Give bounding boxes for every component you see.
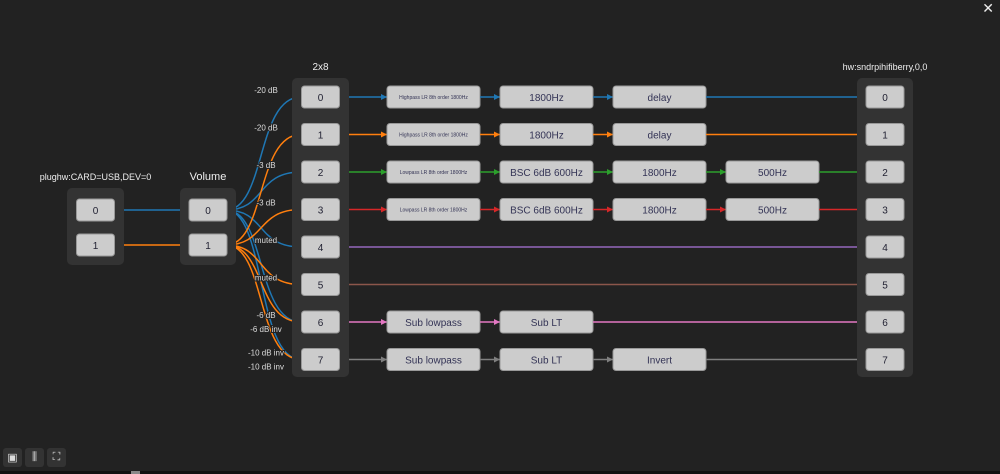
mixer-route — [225, 244, 302, 363]
output-channel-2[interactable] — [865, 160, 905, 184]
toolbar: ▣ ⫼ ⛶ — [3, 448, 66, 467]
mixer-channel-label: 4 — [318, 243, 324, 254]
mixer-route-label: -6 dB — [256, 311, 275, 320]
mixer-channel-3[interactable] — [301, 198, 340, 221]
mixer-channel-6[interactable] — [301, 310, 340, 334]
output-channel-label: 6 — [882, 318, 888, 329]
filter-label: 500Hz — [758, 206, 787, 217]
mixer-route-label: -3 dB — [256, 199, 275, 208]
mixer-channel-label: 0 — [318, 93, 324, 104]
output-channel-label: 0 — [882, 93, 888, 104]
volume-label: Volume — [190, 171, 227, 183]
output-label: hw:sndrpihifiberry,0,0 — [843, 62, 928, 72]
filter-label: BSC 6dB 600Hz — [510, 168, 583, 179]
input-channel-label: 0 — [93, 206, 99, 217]
mixer-channel-label: 3 — [318, 206, 324, 217]
output-channel-label: 4 — [882, 243, 888, 254]
output-channel-7[interactable] — [865, 348, 905, 371]
mixer-channel-label: 7 — [318, 356, 324, 367]
mixer-channel-5[interactable] — [301, 273, 340, 296]
filter-label: 1800Hz — [529, 93, 563, 104]
mixer-route-label: -20 dB — [254, 86, 278, 95]
filter-label: 500Hz — [758, 168, 787, 179]
output-channel-label: 2 — [882, 168, 888, 179]
mixer-route-label: muted — [255, 236, 277, 245]
mixer-route — [225, 131, 302, 246]
scrollbar[interactable] — [0, 471, 1000, 474]
mixer-channel-label: 6 — [318, 318, 324, 329]
filter-label: delay — [648, 93, 672, 104]
mixer-channel-0[interactable] — [301, 85, 340, 109]
input-channel-0[interactable] — [76, 198, 115, 222]
output-channel-3[interactable] — [865, 198, 905, 221]
image-icon[interactable]: ▣ — [3, 448, 22, 467]
filter-label: Sub lowpass — [405, 356, 462, 367]
mixer-channel-4[interactable] — [301, 235, 340, 259]
mixer-channel-2[interactable] — [301, 160, 340, 184]
mixer-channel-label: 2 — [318, 168, 324, 179]
filter-label: 1800Hz — [642, 168, 676, 179]
mixer-route-label: -10 dB inv — [248, 363, 284, 372]
filter-label: 1800Hz — [529, 131, 563, 142]
filter-label: Lowpass LR 8th order 1800Hz — [400, 208, 468, 214]
mixer-route — [225, 94, 302, 211]
input-label: plughw:CARD=USB,DEV=0 — [40, 172, 152, 182]
input-channel-label: 1 — [93, 241, 99, 252]
filter-label: Lowpass LR 8th order 1800Hz — [400, 170, 468, 176]
output-group — [857, 78, 913, 377]
fullscreen-icon[interactable]: ⛶ — [47, 448, 66, 467]
mixer-channel-label: 5 — [318, 281, 324, 292]
output-channel-0[interactable] — [865, 85, 905, 109]
output-channel-5[interactable] — [865, 273, 905, 296]
mixer-group — [292, 78, 349, 377]
output-channel-6[interactable] — [865, 310, 905, 334]
volume-channel-0[interactable] — [188, 198, 228, 222]
mixer-route-label: muted — [255, 274, 277, 283]
mixer-channel-7[interactable] — [301, 348, 340, 371]
output-channel-label: 5 — [882, 281, 888, 292]
mixer-channel-label: 1 — [318, 131, 324, 142]
filter-label: Highpass LR 8th order 1800Hz — [399, 95, 468, 101]
filter-label: 1800Hz — [642, 206, 676, 217]
mixer-route-label: -10 dB inv — [248, 349, 284, 358]
mixer-route-label: -3 dB — [256, 161, 275, 170]
output-channel-1[interactable] — [865, 123, 905, 146]
filter-label: delay — [648, 131, 672, 142]
mixer-route-labels: -20 dB -3 dB muted -6 dB -10 dB inv -20 dB -3 … — [247, 85, 285, 373]
filter-label: Sub lowpass — [405, 318, 462, 329]
mixer-route — [225, 209, 302, 250]
mixer-channel-1[interactable] — [301, 123, 340, 146]
mixer-route — [225, 244, 302, 325]
mixer-route — [225, 206, 302, 246]
mixer-route-label: -20 dB — [254, 124, 278, 133]
output-channel-label: 3 — [882, 206, 888, 217]
output-channel-4[interactable] — [865, 235, 905, 259]
filter-label: Invert — [647, 356, 672, 367]
output-channel-label: 7 — [882, 356, 888, 367]
filter-label: BSC 6dB 600Hz — [510, 206, 583, 217]
volume-channel-label: 0 — [205, 206, 211, 217]
mixer-route — [225, 244, 302, 288]
input-channel-1[interactable] — [76, 233, 115, 257]
close-icon[interactable]: ✕ — [982, 0, 994, 16]
filter-label: Highpass LR 8th order 1800Hz — [399, 133, 468, 139]
mixer-route — [225, 209, 302, 363]
mixer-route-label: -6 dB inv — [250, 325, 282, 334]
mixer-route — [225, 209, 302, 325]
filter-label: Sub LT — [531, 318, 563, 329]
output-channel-label: 1 — [882, 131, 888, 142]
mixer-label: 2x8 — [312, 62, 329, 73]
volume-channel-label: 1 — [205, 241, 211, 252]
volume-channel-1[interactable] — [188, 233, 228, 257]
split-icon[interactable]: ⫼ — [25, 448, 44, 467]
filter-label: Sub LT — [531, 356, 563, 367]
